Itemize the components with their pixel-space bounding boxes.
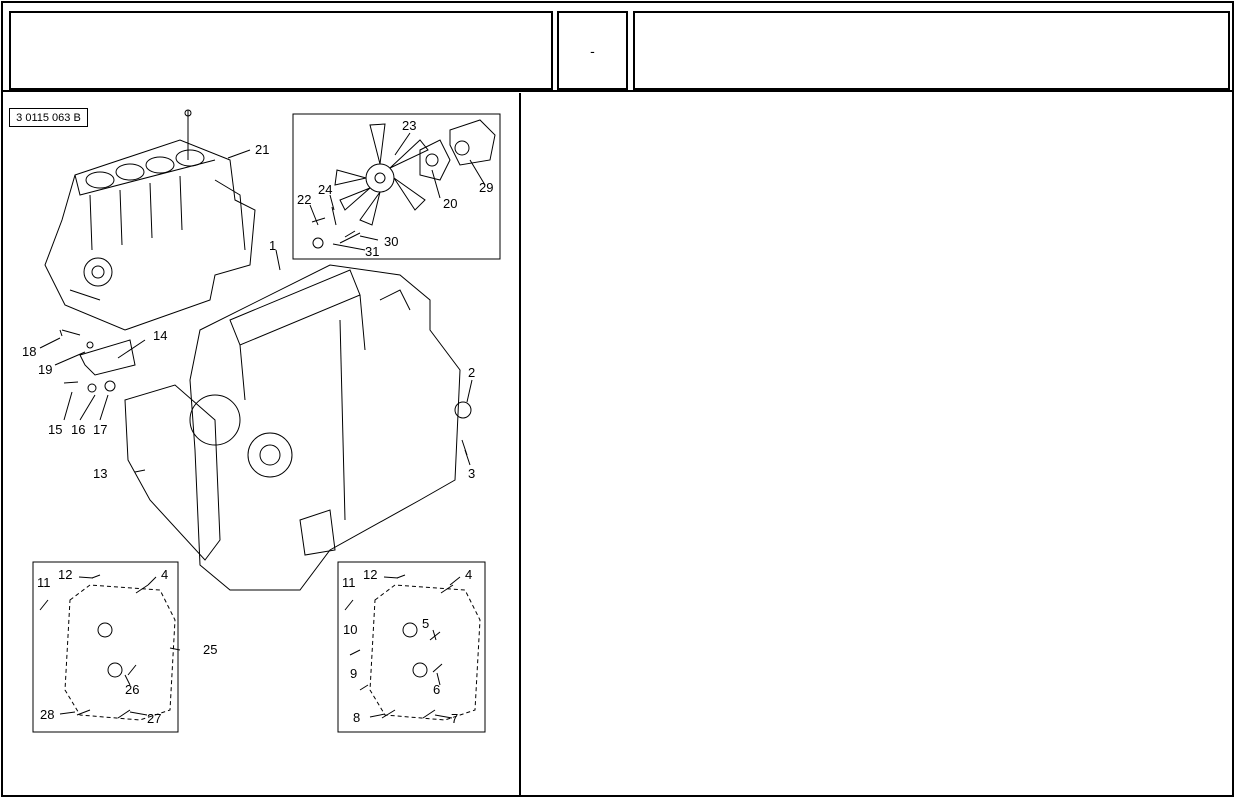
- cover-inset-left: [32, 561, 179, 733]
- callout-23-24-label-24: 24: [318, 182, 332, 197]
- callout-22: 22: [297, 192, 311, 207]
- callout-11b: 11: [342, 575, 356, 590]
- callout-15: 15: [48, 422, 62, 437]
- callout-12a: 12: [58, 567, 72, 582]
- fan-inset-box: [292, 113, 501, 260]
- callout-28: 28: [40, 707, 54, 722]
- callout-18: 18: [22, 344, 36, 359]
- callout-30: 30: [384, 234, 398, 249]
- panel-divider: [519, 93, 521, 797]
- callout-23: 23: [402, 118, 416, 133]
- callout-4a: 4: [161, 567, 168, 582]
- callout-labels: 1 2 3 4 4 5 6 7 8 9 10 11 11 12 12 13 14…: [22, 118, 493, 726]
- cover-inset-right: [337, 561, 486, 733]
- main-engine-drawing: [124, 264, 472, 591]
- header-right-cell: [633, 11, 1230, 90]
- callout-17: 17: [93, 422, 107, 437]
- callout-25: 25: [203, 642, 217, 657]
- leader-lines: [39, 132, 486, 719]
- timing-cover-drawing: [39, 574, 176, 721]
- reference-number: 3 0115 063 B: [9, 108, 88, 127]
- callout-31: 31: [365, 244, 379, 259]
- header-left-cell: [9, 11, 553, 90]
- callout-9: 9: [350, 666, 357, 681]
- callout-8: 8: [353, 710, 360, 725]
- callout-10: 10: [343, 622, 357, 637]
- engine-block-drawing: [44, 109, 256, 331]
- callout-27: 27: [147, 711, 161, 726]
- callout-4b: 4: [465, 567, 472, 582]
- callout-29: 29: [479, 180, 493, 195]
- header-center-text: -: [590, 42, 595, 59]
- fan-assembly-drawing: [311, 119, 496, 249]
- timing-cover-drawing-2: [344, 574, 481, 721]
- callout-26: 26: [125, 682, 139, 697]
- bracket-parts-drawing: [59, 329, 136, 393]
- header-divider: [3, 90, 1233, 92]
- callout-2: 2: [468, 365, 475, 380]
- callout-6: 6: [433, 682, 440, 697]
- callout-20: 20: [443, 196, 457, 211]
- callout-14: 14: [153, 328, 167, 343]
- callout-7: 7: [451, 711, 458, 726]
- callout-13: 13: [93, 466, 107, 481]
- callout-11a: 11: [37, 575, 51, 590]
- header-center-cell: -: [557, 11, 628, 90]
- callout-21: 21: [255, 142, 269, 157]
- callout-12b: 12: [363, 567, 377, 582]
- callout-3: 3: [468, 466, 475, 481]
- callout-16: 16: [71, 422, 85, 437]
- callout-5: 5: [422, 616, 429, 631]
- callout-19: 19: [38, 362, 52, 377]
- callout-1: 1: [269, 238, 276, 253]
